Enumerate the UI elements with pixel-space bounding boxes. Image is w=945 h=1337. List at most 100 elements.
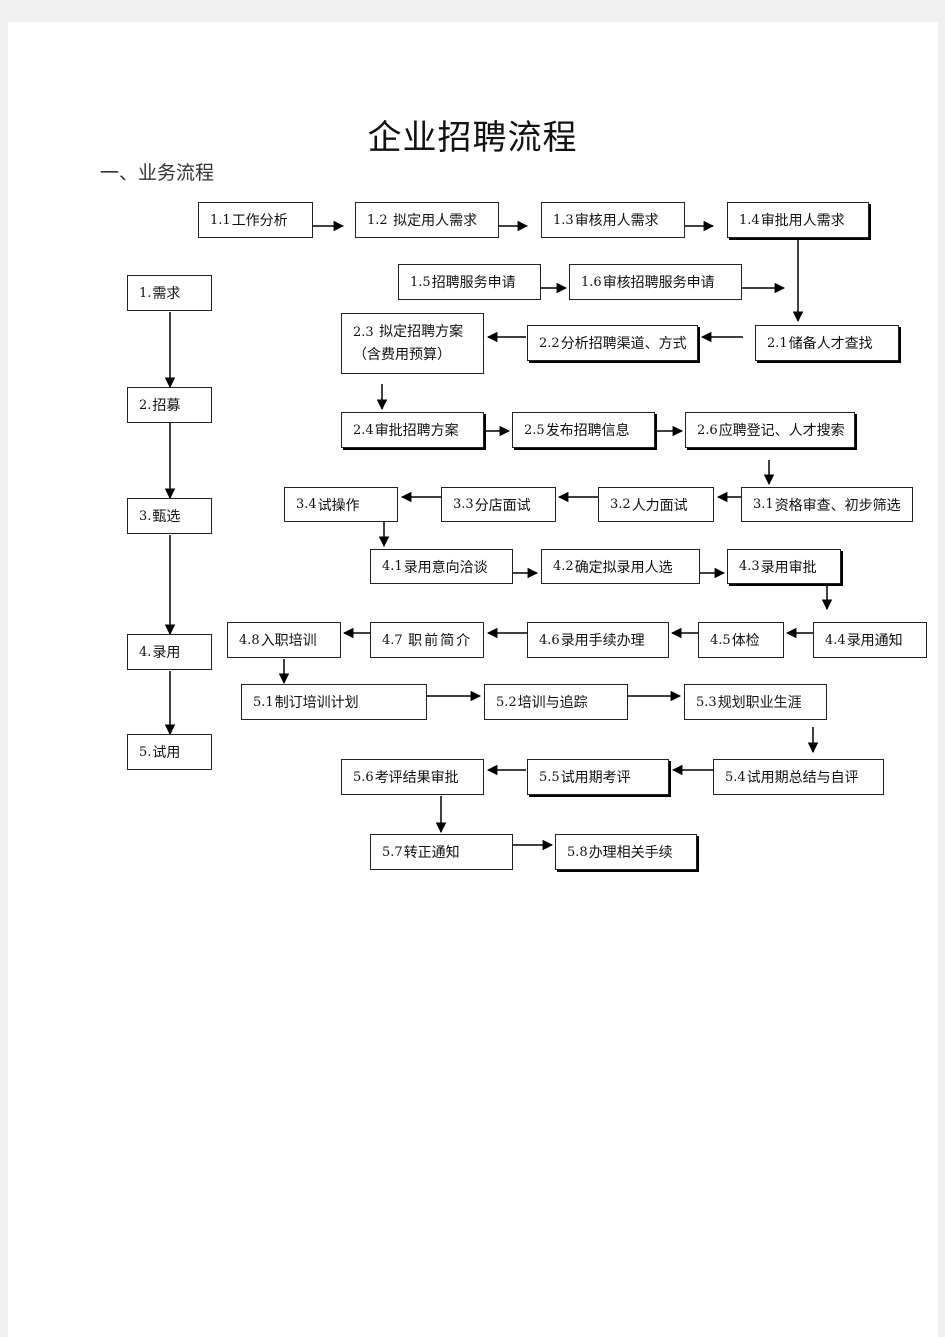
step-2-3: 2.3 拟定招聘方案 （含费用预算） (341, 313, 484, 374)
step-number: 5.3 (696, 694, 717, 710)
document-page (8, 22, 938, 1337)
step-number: 4.5 (710, 632, 731, 648)
step-number: 3.1 (753, 497, 774, 512)
step-label: 审核用人需求 (574, 213, 659, 229)
step-label: 分店面试 (474, 497, 531, 514)
stage-label: 甄选 (152, 509, 181, 525)
step-number: 4.7 (382, 632, 403, 648)
stage-box-1: 1.需求 (127, 275, 212, 311)
step-number: 4.8 (239, 632, 260, 648)
step-1-2: 1.2 拟定用人需求 (355, 202, 499, 238)
stage-number: 4. (139, 644, 152, 660)
stage-label: 招募 (152, 398, 181, 414)
step-label: 录用手续办理 (560, 633, 645, 649)
step-label: 审批用人需求 (760, 213, 845, 229)
step-label: 培训与追踪 (517, 695, 588, 711)
step-2-3-line1: 2.3 拟定招聘方案 (353, 321, 463, 344)
step-number: 1.2 (367, 212, 388, 228)
step-label: 规划职业生涯 (717, 695, 802, 711)
step-label: 人力面试 (631, 497, 688, 514)
step-label: 转正通知 (403, 845, 460, 861)
step-label: 录用通知 (846, 633, 903, 649)
step-label: 录用意向洽谈 (403, 559, 488, 576)
stage-number: 5. (139, 744, 152, 760)
step-number: 1.3 (553, 212, 574, 228)
step-number: 4.6 (539, 632, 560, 648)
step-label: 制订培训计划 (274, 695, 359, 711)
stage-box-3: 3.甄选 (127, 498, 212, 534)
step-4-7: 4.7 职前简介 (370, 622, 484, 658)
step-number: 5.2 (496, 694, 517, 710)
step-label: 试操作 (317, 497, 360, 514)
step-label: 办理相关手续 (588, 845, 673, 861)
step-label: 试用期考评 (560, 770, 631, 786)
stage-label: 试用 (152, 745, 181, 761)
step-label: 考评结果审批 (374, 770, 459, 786)
document-title: 企业招聘流程 (367, 118, 578, 158)
step-number: 2.3 (353, 325, 374, 340)
step-label: 职前简介 (408, 633, 473, 649)
step-number: 2.1 (767, 335, 788, 351)
step-number: 5.1 (253, 694, 274, 710)
step-number: 1.5 (410, 274, 431, 290)
step-number: 2.2 (539, 335, 560, 351)
step-number: 1.1 (210, 212, 231, 228)
step-number: 5.8 (567, 844, 588, 860)
step-label: 试用期总结与自评 (746, 770, 859, 786)
stage-box-4: 4.录用 (127, 634, 212, 670)
section-heading: 一、业务流程 (100, 162, 215, 184)
step-label: 拟定招聘方案 (379, 324, 464, 340)
step-number: 3.2 (610, 497, 631, 512)
step-number: 3.4 (296, 497, 317, 512)
stage-number: 2. (139, 397, 152, 413)
step-number: 1.4 (739, 212, 760, 228)
step-label: 储备人才查找 (788, 336, 873, 352)
step-number: 4.1 (382, 559, 403, 574)
step-number: 5.6 (353, 769, 374, 785)
step-label: 入职培训 (260, 633, 317, 649)
step-number: 2.4 (353, 422, 374, 438)
stage-number: 1. (139, 285, 152, 301)
stage-box-2: 2.招募 (127, 387, 212, 423)
step-number: 5.5 (539, 769, 560, 785)
step-label: 拟定用人需求 (393, 213, 478, 229)
step-label: 分析招聘渠道、方式 (560, 336, 687, 352)
step-number: 1.6 (581, 274, 602, 290)
stage-number: 3. (139, 508, 152, 524)
step-number: 4.2 (553, 559, 574, 574)
step-label: 发布招聘信息 (545, 423, 630, 439)
step-number: 3.3 (453, 497, 474, 512)
stage-label: 录用 (152, 645, 181, 661)
step-label: 资格审查、初步筛选 (774, 497, 901, 514)
stage-label: 需求 (152, 286, 181, 302)
step-label: 工作分析 (231, 213, 288, 229)
step-label: 录用审批 (760, 559, 817, 576)
step-number: 2.5 (524, 422, 545, 438)
step-label: 确定拟录用人选 (574, 559, 673, 576)
step-label: 体检 (731, 633, 760, 649)
step-2-3-line2: （含费用预算） (353, 347, 451, 363)
